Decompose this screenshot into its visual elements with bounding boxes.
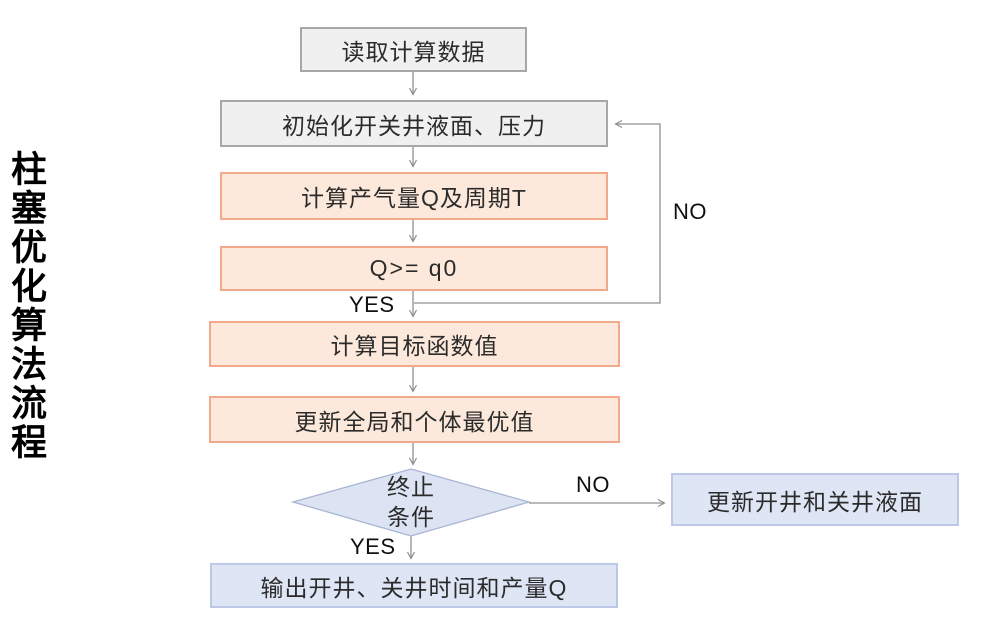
node-update-best-label: 更新全局和个体最优值 [294,408,535,435]
diagram-title: 柱塞优化算法流程 [6,150,47,462]
node-check-label: Q>= q0 [369,255,459,281]
node-objective-function: 计算目标函数值 [209,321,620,367]
terminate-label-line2: 条件 [387,504,435,530]
node-init-liquid-pressure: 初始化开关井液面、压力 [220,100,608,147]
edge-label-terminate-yes: YES [350,534,396,559]
node-update-level-label: 更新开井和关井液面 [707,488,923,515]
edge-label-q-yes: YES [349,292,395,317]
node-compute-gas-cycle: 计算产气量Q及周期T [220,172,608,220]
node-update-best-values: 更新全局和个体最优值 [209,396,620,443]
edge-label-terminate-no: NO [576,472,610,497]
edge-label-q-no: NO [673,199,707,224]
node-terminate-condition: 终止 条件 [351,471,471,533]
node-output-results: 输出开井、关井时间和产量Q [210,563,618,608]
node-check-q-threshold: Q>= q0 [220,246,608,291]
node-output-label: 输出开井、关井时间和产量Q [260,574,568,601]
node-objective-label: 计算目标函数值 [330,333,499,359]
node-update-well-liquid-level: 更新开井和关井液面 [671,473,959,526]
node-init-label: 初始化开关井液面、压力 [282,112,546,139]
node-read-data-label: 读取计算数据 [341,38,486,65]
terminate-label-line1: 终止 [387,474,435,500]
node-read-data: 读取计算数据 [300,27,527,72]
node-compute-label: 计算产气量Q及周期T [301,185,527,211]
